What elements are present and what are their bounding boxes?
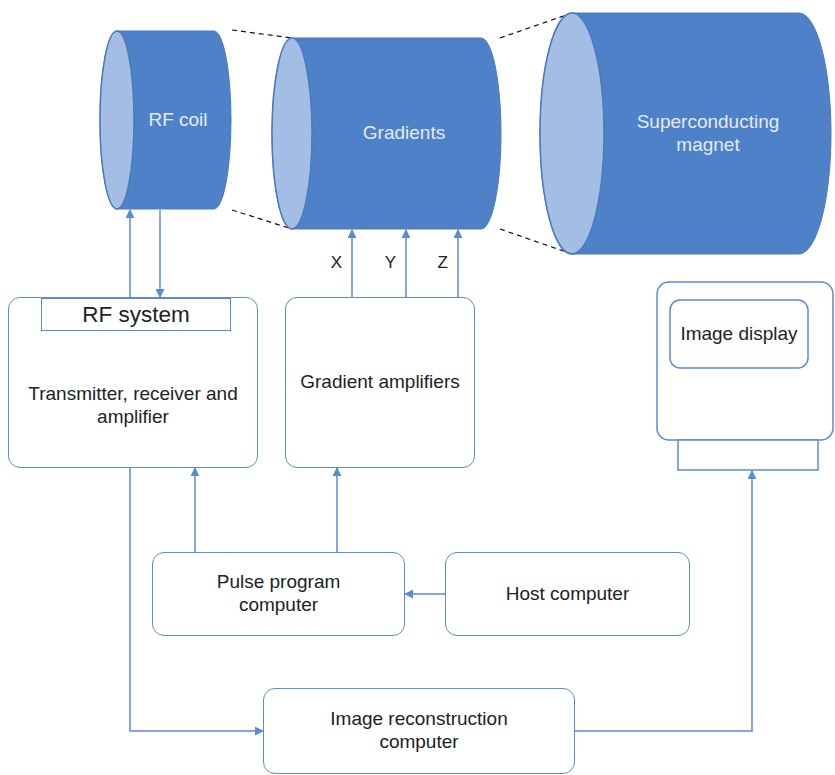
cylinder-face — [272, 38, 312, 229]
cylinder-body — [100, 31, 231, 209]
connector-arrow — [194, 468, 196, 552]
monitor-outline — [656, 281, 834, 471]
axis-label: X — [329, 254, 344, 273]
connector-arrow — [336, 468, 338, 552]
connector-arrow — [159, 210, 161, 297]
magnet-cylinder: Superconducting magnet — [540, 12, 832, 255]
rf-system-label-box: RF system — [41, 298, 231, 331]
dashed-line — [232, 30, 292, 38]
axis-label: Z — [436, 254, 450, 273]
connector-arrow — [457, 230, 459, 297]
node-label: Pulse program computer — [199, 571, 359, 617]
node-label: RF system — [82, 301, 190, 328]
cylinder-body — [272, 38, 501, 229]
computer-box: Host computer — [445, 552, 690, 636]
node-label: Image reconstruction computer — [314, 708, 524, 754]
rf-coil-cylinder: RF coil — [100, 30, 232, 210]
connector-arrow — [351, 230, 353, 297]
monitor-screen — [670, 300, 808, 368]
computer-box: Image reconstruction computer — [263, 688, 575, 774]
node-label: Superconducting magnet — [620, 111, 796, 157]
monitor-frame — [657, 282, 833, 440]
connector-arrow — [405, 230, 407, 297]
computer-box: Pulse program computer — [152, 552, 405, 636]
gradient-coil-cylinder: Gradients — [272, 37, 502, 230]
monitor-base — [678, 440, 818, 470]
node-label: RF coil — [148, 109, 207, 132]
cylinder-face — [540, 13, 604, 254]
connector-arrow — [129, 210, 131, 297]
display-monitor: Image display — [656, 281, 834, 471]
node-label: Image display — [680, 323, 797, 346]
node-label: Gradient amplifiers — [300, 371, 459, 394]
node-label: Transmitter, receiver and amplifier — [18, 383, 248, 429]
axis-label: Y — [383, 254, 398, 273]
rf-system-box: Transmitter, receiver and amplifier RF sy… — [8, 297, 258, 468]
amplifier-box: Gradient amplifiers — [285, 297, 475, 468]
node-label: Gradients — [363, 122, 445, 145]
cylinder-body — [540, 13, 831, 254]
cylinder-face — [100, 31, 134, 209]
monitor-screen-area: Image display — [670, 300, 808, 368]
node-label: Host computer — [506, 583, 630, 606]
connector-arrow — [405, 593, 445, 595]
